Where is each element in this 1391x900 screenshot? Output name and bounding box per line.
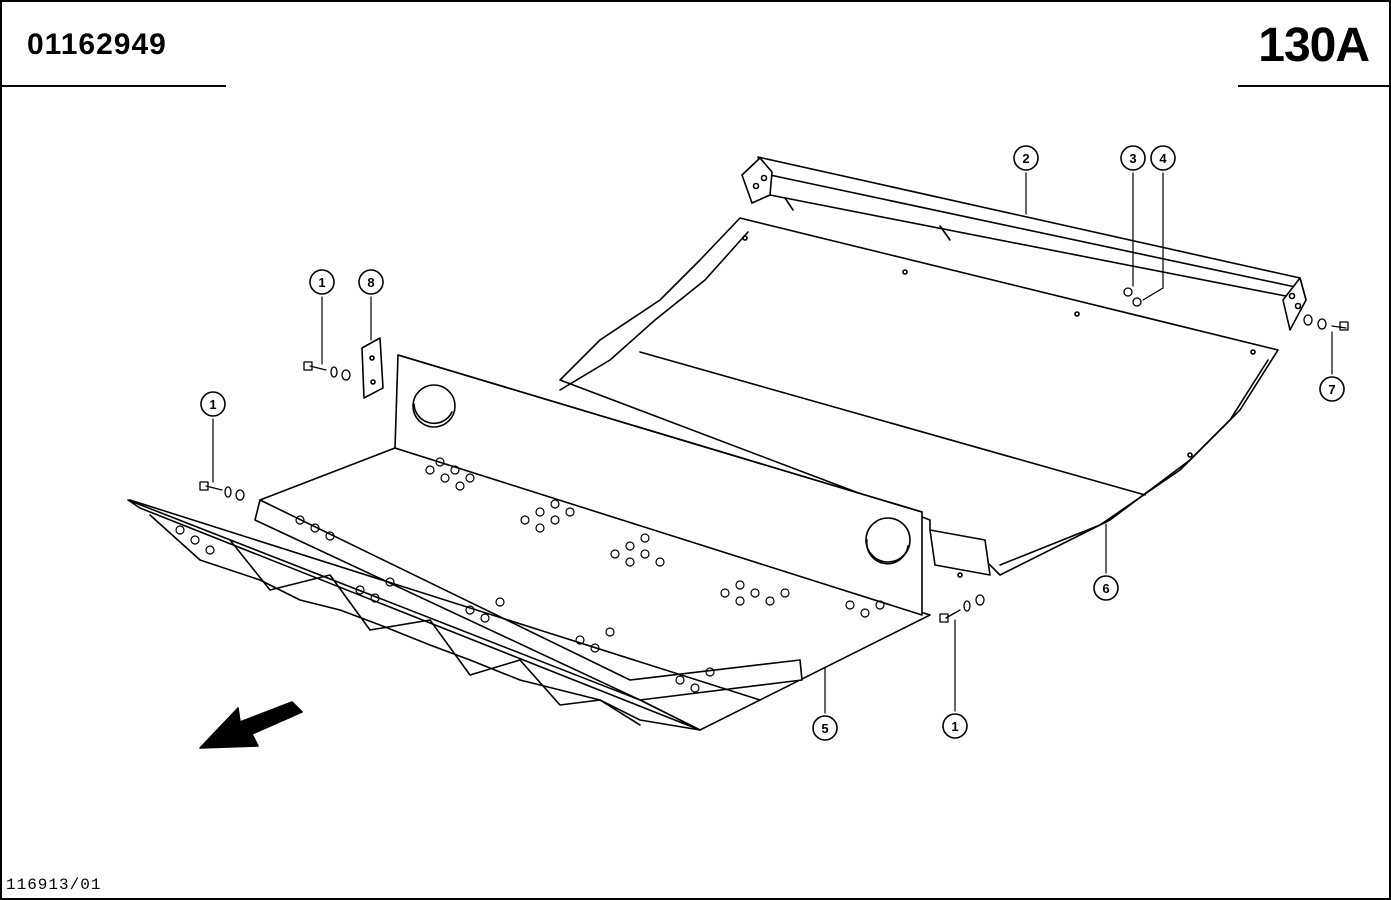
callout-5: 5	[812, 715, 838, 741]
part-2-angle-bar	[741, 156, 1307, 331]
header-rule-left	[0, 85, 226, 87]
callout-8: 8	[358, 269, 384, 295]
callout-label: 2	[1022, 151, 1029, 166]
part-8-bracket	[361, 337, 384, 399]
page-reference: 130A	[1258, 19, 1370, 72]
part-6-upper-pan	[559, 217, 1279, 578]
fastener-set-upper-left	[303, 361, 351, 381]
fastener-set-far-right	[1303, 314, 1349, 331]
perforation-holes	[175, 457, 885, 693]
callout-3: 3	[1120, 145, 1146, 171]
callout-4: 4	[1150, 145, 1176, 171]
callout-1b: 1	[200, 391, 226, 417]
callout-label: 5	[821, 721, 828, 736]
callout-leaders	[212, 172, 1333, 714]
callout-label: 7	[1328, 382, 1335, 397]
part-5-perforated-pan	[127, 354, 931, 731]
callout-label: 6	[1102, 581, 1109, 596]
header-rule-right	[1238, 85, 1389, 87]
callout-label: 1	[318, 275, 325, 290]
callout-6: 6	[1093, 575, 1119, 601]
callout-1a: 1	[309, 269, 335, 295]
callout-7: 7	[1319, 376, 1345, 402]
callout-label: 4	[1159, 151, 1167, 166]
document-number: 01162949	[27, 28, 167, 61]
fastener-set-top	[1123, 287, 1142, 307]
callout-label: 3	[1129, 151, 1136, 166]
direction-arrow-icon	[199, 701, 303, 749]
callout-1c: 1	[942, 713, 968, 739]
fastener-set-left	[199, 481, 245, 501]
callout-label: 1	[209, 397, 216, 412]
callout-label: 8	[367, 275, 374, 290]
callout-label: 1	[951, 719, 958, 734]
fastener-set-right	[939, 594, 985, 623]
drawing-reference: 116913/01	[6, 876, 102, 894]
callout-2: 2	[1013, 145, 1039, 171]
